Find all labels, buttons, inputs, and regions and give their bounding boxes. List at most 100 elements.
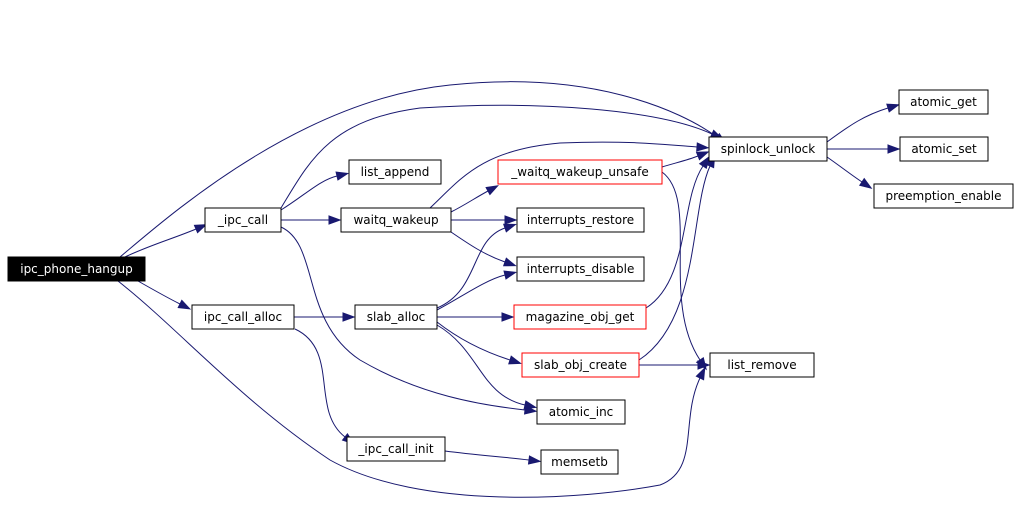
node-label: interrupts_disable bbox=[527, 262, 635, 276]
node-box[interactable] bbox=[346, 436, 446, 462]
edge--ipc-call-to-spinlock-unlock bbox=[280, 104, 724, 209]
edge-line bbox=[119, 81, 718, 258]
node-label: list_remove bbox=[727, 358, 796, 372]
node-ipc-call-alloc[interactable]: ipc_call_alloc bbox=[191, 304, 295, 330]
edge-line bbox=[280, 104, 713, 209]
node-label: magazine_obj_get bbox=[526, 310, 635, 324]
arrow-head bbox=[695, 151, 710, 161]
edge-waitq-wakeup-to-spinlock-unlock bbox=[429, 141, 710, 209]
node-box[interactable] bbox=[497, 159, 663, 185]
edge-spinlock-unlock-to-atomic-set bbox=[827, 144, 901, 154]
node-box[interactable] bbox=[516, 256, 645, 282]
node-list-append[interactable]: list_append bbox=[348, 159, 442, 185]
edge-ipc-phone-hangup-to-ipc-call-alloc bbox=[137, 280, 192, 310]
arrow-head bbox=[503, 270, 518, 280]
edge-slab-alloc-to-slab-obj-create bbox=[436, 321, 522, 365]
node-ipc-call[interactable]: _ipc_call bbox=[204, 207, 282, 233]
node-box[interactable] bbox=[899, 136, 989, 162]
node-box[interactable] bbox=[513, 304, 647, 330]
node-spinlock-unlock[interactable]: spinlock_unlock bbox=[708, 136, 828, 162]
node-interrupts-disable[interactable]: interrupts_disable bbox=[516, 256, 645, 282]
edge-line bbox=[436, 227, 506, 309]
node-memsetb[interactable]: memsetb bbox=[540, 449, 619, 475]
edge-ipc-phone-hangup-to--ipc-call bbox=[124, 224, 208, 258]
node-label: _ipc_call_init bbox=[357, 442, 433, 456]
edge-line bbox=[450, 190, 489, 213]
node-box[interactable] bbox=[540, 449, 619, 475]
edge-slab-alloc-to-interrupts-restore bbox=[436, 223, 517, 309]
node-interrupts-restore[interactable]: interrupts_restore bbox=[516, 207, 645, 233]
node-box[interactable] bbox=[521, 352, 640, 378]
edge--ipc-call-init-to-memsetb bbox=[444, 450, 542, 465]
arrow-head bbox=[193, 224, 208, 234]
node-waitq-wakeup-unsafe[interactable]: _waitq_wakeup_unsafe bbox=[497, 159, 663, 185]
edge--ipc-call-to-waitq-wakeup bbox=[281, 215, 342, 225]
arrow-head bbox=[335, 171, 350, 181]
node-atomic-set[interactable]: atomic_set bbox=[899, 136, 989, 162]
node-box[interactable] bbox=[348, 159, 442, 185]
node-box[interactable] bbox=[898, 89, 989, 115]
edge-line bbox=[826, 107, 889, 143]
node-label: spinlock_unlock bbox=[721, 142, 816, 156]
node-slab-obj-create[interactable]: slab_obj_create bbox=[521, 352, 640, 378]
node-label: atomic_get bbox=[910, 95, 977, 109]
edge-line bbox=[436, 324, 526, 406]
arrow-head bbox=[342, 312, 356, 322]
node-box[interactable] bbox=[516, 207, 645, 233]
node-label: atomic_set bbox=[911, 142, 977, 156]
node-label: ipc_phone_hangup bbox=[20, 262, 133, 276]
node-box[interactable] bbox=[536, 399, 626, 425]
edge-ipc-call-alloc-to-slab-alloc bbox=[294, 312, 356, 322]
edge-slab-obj-create-to-list-remove bbox=[639, 360, 711, 370]
edge-line bbox=[436, 321, 511, 361]
node-preemption-enable[interactable]: preemption_enable bbox=[873, 183, 1014, 209]
node-magazine-obj-get[interactable]: magazine_obj_get bbox=[513, 304, 647, 330]
node-box[interactable] bbox=[7, 256, 146, 282]
arrow-head bbox=[886, 103, 900, 113]
nodes-layer: ipc_phone_hangup_ipc_callipc_call_allocl… bbox=[7, 89, 1014, 475]
node-label: atomic_inc bbox=[549, 405, 614, 419]
edge-line bbox=[661, 155, 699, 168]
node-waitq-wakeup[interactable]: waitq_wakeup bbox=[340, 207, 452, 233]
arrow-head bbox=[527, 455, 542, 465]
arrow-head bbox=[177, 299, 192, 310]
node-list-remove[interactable]: list_remove bbox=[709, 352, 815, 378]
node-atomic-get[interactable]: atomic_get bbox=[898, 89, 989, 115]
edge-line bbox=[638, 165, 711, 361]
edge-line bbox=[826, 156, 863, 183]
arrow-head bbox=[695, 366, 706, 381]
node-atomic-inc[interactable]: atomic_inc bbox=[536, 399, 626, 425]
arrow-head bbox=[858, 177, 873, 189]
edge-line bbox=[117, 280, 701, 498]
arrow-head bbox=[696, 142, 710, 152]
edges-layer bbox=[117, 81, 901, 498]
node-box[interactable] bbox=[709, 352, 815, 378]
edge-line bbox=[124, 228, 197, 258]
node-box[interactable] bbox=[191, 304, 295, 330]
edge-waitq-wakeup-to--waitq-wakeup-unsafe bbox=[450, 185, 499, 213]
node-label: memsetb bbox=[551, 455, 608, 469]
node-slab-alloc[interactable]: slab_alloc bbox=[354, 304, 438, 330]
node-label: waitq_wakeup bbox=[353, 213, 438, 227]
edge-line bbox=[661, 171, 701, 361]
node-box[interactable] bbox=[204, 207, 282, 233]
edge-line bbox=[645, 165, 704, 309]
arrow-head bbox=[504, 215, 518, 225]
node-label: ipc_call_alloc bbox=[204, 310, 282, 324]
node-ipc-call-init[interactable]: _ipc_call_init bbox=[346, 436, 446, 462]
edge-line bbox=[444, 450, 530, 461]
node-ipc-phone-hangup[interactable]: ipc_phone_hangup bbox=[7, 256, 146, 282]
node-box[interactable] bbox=[354, 304, 438, 330]
node-box[interactable] bbox=[873, 183, 1014, 209]
node-label: _ipc_call bbox=[217, 213, 268, 227]
edge-line bbox=[137, 280, 181, 305]
node-box[interactable] bbox=[708, 136, 828, 162]
edge-waitq-wakeup-to-interrupts-restore bbox=[451, 215, 518, 225]
edge-line bbox=[280, 175, 338, 211]
edge-slab-alloc-to-interrupts-disable bbox=[436, 270, 518, 311]
node-box[interactable] bbox=[340, 207, 452, 233]
edge-ipc-call-alloc-to--ipc-call-init bbox=[294, 328, 355, 445]
arrow-head bbox=[887, 144, 901, 154]
edge-waitq-wakeup-to-interrupts-disable bbox=[450, 231, 517, 267]
